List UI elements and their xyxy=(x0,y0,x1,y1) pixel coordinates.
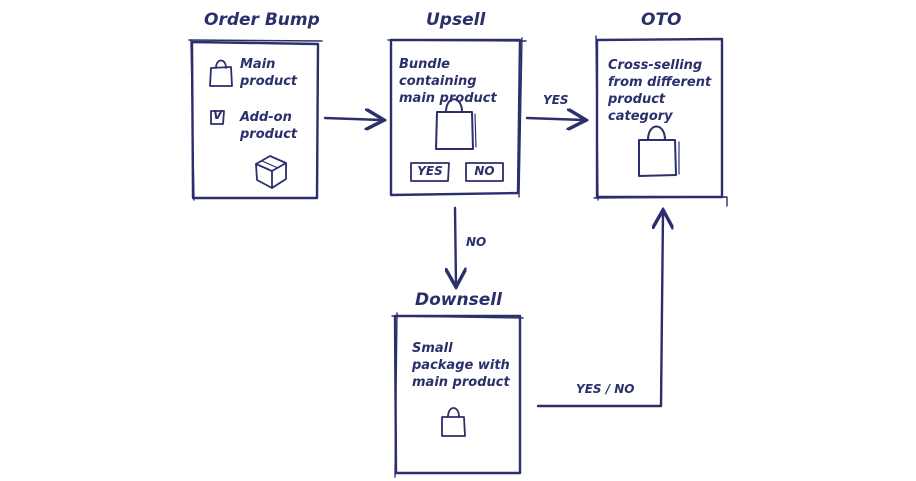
no-button-frame[interactable] xyxy=(465,162,504,182)
oto-box xyxy=(593,35,728,207)
yes-button-frame[interactable] xyxy=(410,162,450,182)
checkbox-mark: V xyxy=(213,108,223,122)
arrow-upsell-to-downsell xyxy=(455,206,456,285)
upsell-box xyxy=(387,37,527,198)
no-button[interactable]: NO xyxy=(474,164,495,178)
edge-label-yes-no: YES / NO xyxy=(576,382,635,396)
order-bump-title: Order Bump xyxy=(204,10,320,30)
downsell-text: Small package with main product xyxy=(412,341,510,390)
bag-icon xyxy=(435,98,477,150)
downsell-box xyxy=(391,312,524,478)
yes-button[interactable]: YES xyxy=(417,164,443,178)
checkbox-icon xyxy=(210,110,225,125)
bag-icon xyxy=(441,407,466,437)
edge-label-yes: YES xyxy=(543,93,569,107)
upsell-text: Bundle containing main product xyxy=(399,57,497,106)
edge-label-no: NO xyxy=(466,235,487,249)
oto-text: Cross-selling from different product cat… xyxy=(608,58,712,124)
oto-title: OTO xyxy=(641,10,682,30)
order-bump-add-on-product: Add-on product xyxy=(240,110,298,142)
downsell-title: Downsell xyxy=(415,290,502,310)
bag-icon xyxy=(209,59,233,87)
arrow-upsell-to-oto xyxy=(525,118,584,120)
arrow-downsell-to-oto xyxy=(536,212,663,408)
bag-icon xyxy=(638,125,680,177)
order-bump-box xyxy=(188,39,323,201)
arrow-orderbump-to-upsell xyxy=(323,118,382,120)
box-icon xyxy=(255,155,287,189)
order-bump-main-product: Main product xyxy=(240,57,298,89)
upsell-title: Upsell xyxy=(426,10,486,30)
